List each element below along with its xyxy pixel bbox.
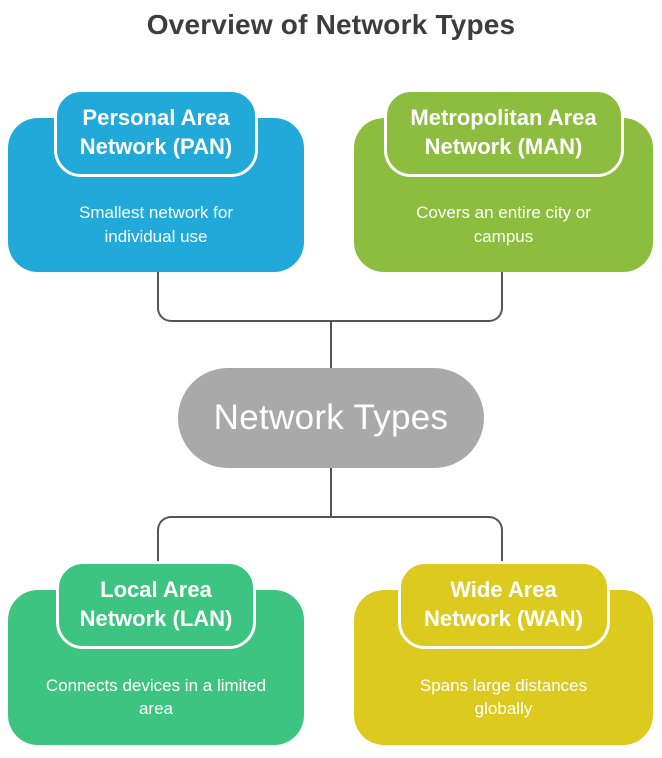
- node-man: Covers an entire city or campus Metropol…: [354, 89, 653, 272]
- connector-top-bracket: [157, 272, 503, 322]
- node-wan-title: Wide Area Network (WAN): [424, 577, 583, 631]
- center-node-label: Network Types: [213, 398, 449, 437]
- node-pan-description: Smallest network for individual use: [79, 203, 233, 246]
- connector-bottom-stem: [330, 467, 332, 517]
- node-man-description: Covers an entire city or campus: [416, 203, 591, 246]
- node-man-title: Metropolitan Area Network (MAN): [410, 105, 597, 159]
- node-wan: Spans large distances globally Wide Area…: [354, 561, 653, 745]
- node-lan-description: Connects devices in a limited area: [45, 675, 267, 718]
- diagram-title: Overview of Network Types: [146, 9, 516, 40]
- node-pan-title: Personal Area Network (PAN): [79, 105, 233, 159]
- node-man-header: Metropolitan Area Network (MAN): [383, 89, 624, 177]
- center-node: Network Types: [178, 368, 484, 468]
- node-lan: Connects devices in a limited area Local…: [8, 561, 304, 745]
- connector-top-stem: [330, 320, 332, 368]
- node-wan-header: Wide Area Network (WAN): [397, 561, 610, 649]
- node-lan-header: Local Area Network (LAN): [56, 561, 256, 649]
- node-pan-header: Personal Area Network (PAN): [54, 89, 258, 177]
- node-lan-title: Local Area Network (LAN): [79, 577, 233, 631]
- connector-bottom-bracket: [157, 516, 503, 563]
- node-pan: Smallest network for individual use Pers…: [8, 89, 304, 272]
- node-wan-description: Spans large distances globally: [419, 675, 588, 718]
